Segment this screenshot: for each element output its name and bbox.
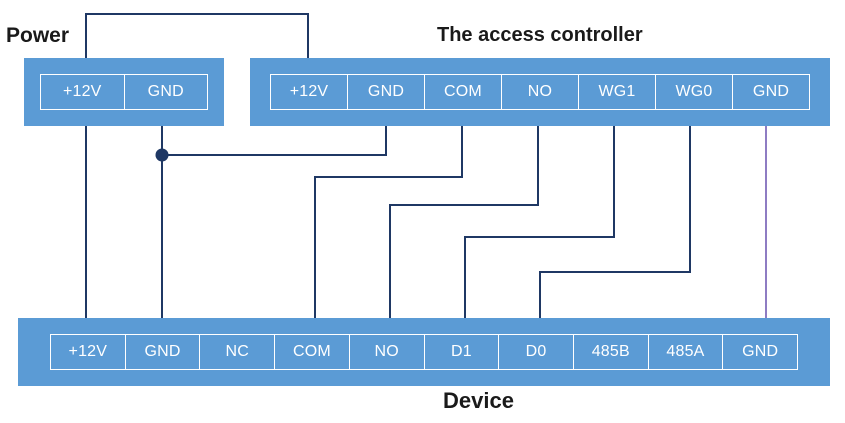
device-terminal-485a[interactable]: 485A xyxy=(647,334,723,370)
wire-controller-wg1-to-device-d1 xyxy=(464,105,615,352)
power-terminal-gnd[interactable]: GND xyxy=(123,74,208,110)
controller-terminal-12v[interactable]: +12V xyxy=(270,74,347,110)
device-terminal-d0[interactable]: D0 xyxy=(498,334,573,370)
wire-controller-com-to-device-com xyxy=(314,105,463,352)
controller-terminal-block: +12V GND COM NO WG1 WG0 GND xyxy=(250,58,830,126)
controller-label: The access controller xyxy=(437,24,643,46)
device-terminal-com[interactable]: COM xyxy=(274,334,349,370)
wire-controller-wg0-to-device-d0 xyxy=(539,105,691,352)
controller-terminal-wg1[interactable]: WG1 xyxy=(578,74,655,110)
junction-dot xyxy=(155,148,169,162)
device-terminal-no[interactable]: NO xyxy=(348,334,424,370)
controller-terminal-row: +12V GND COM NO WG1 WG0 GND xyxy=(270,74,810,110)
device-terminal-block: +12V GND NC COM NO D1 D0 485B 485A GND xyxy=(18,318,830,386)
power-label: Power xyxy=(6,24,70,47)
controller-terminal-gnd[interactable]: GND xyxy=(347,74,424,110)
controller-terminal-no[interactable]: NO xyxy=(501,74,578,110)
device-terminal-nc[interactable]: NC xyxy=(199,334,275,370)
device-terminal-gnd-right[interactable]: GND xyxy=(722,334,799,370)
power-terminal-row: +12V GND xyxy=(40,74,208,110)
wire-controller-no-to-device-no xyxy=(389,105,539,352)
device-label: Device xyxy=(443,388,514,413)
device-terminal-d1[interactable]: D1 xyxy=(423,334,499,370)
power-terminal-block: +12V GND xyxy=(24,58,224,126)
device-terminal-gnd[interactable]: GND xyxy=(124,334,200,370)
device-terminal-row: +12V GND NC COM NO D1 D0 485B 485A GND xyxy=(50,334,799,370)
power-terminal-12v[interactable]: +12V xyxy=(40,74,124,110)
controller-terminal-com[interactable]: COM xyxy=(424,74,501,110)
device-terminal-12v[interactable]: +12V xyxy=(50,334,125,370)
controller-terminal-gnd-right[interactable]: GND xyxy=(732,74,810,110)
device-terminal-485b[interactable]: 485B xyxy=(572,334,648,370)
controller-terminal-wg0[interactable]: WG0 xyxy=(655,74,732,110)
